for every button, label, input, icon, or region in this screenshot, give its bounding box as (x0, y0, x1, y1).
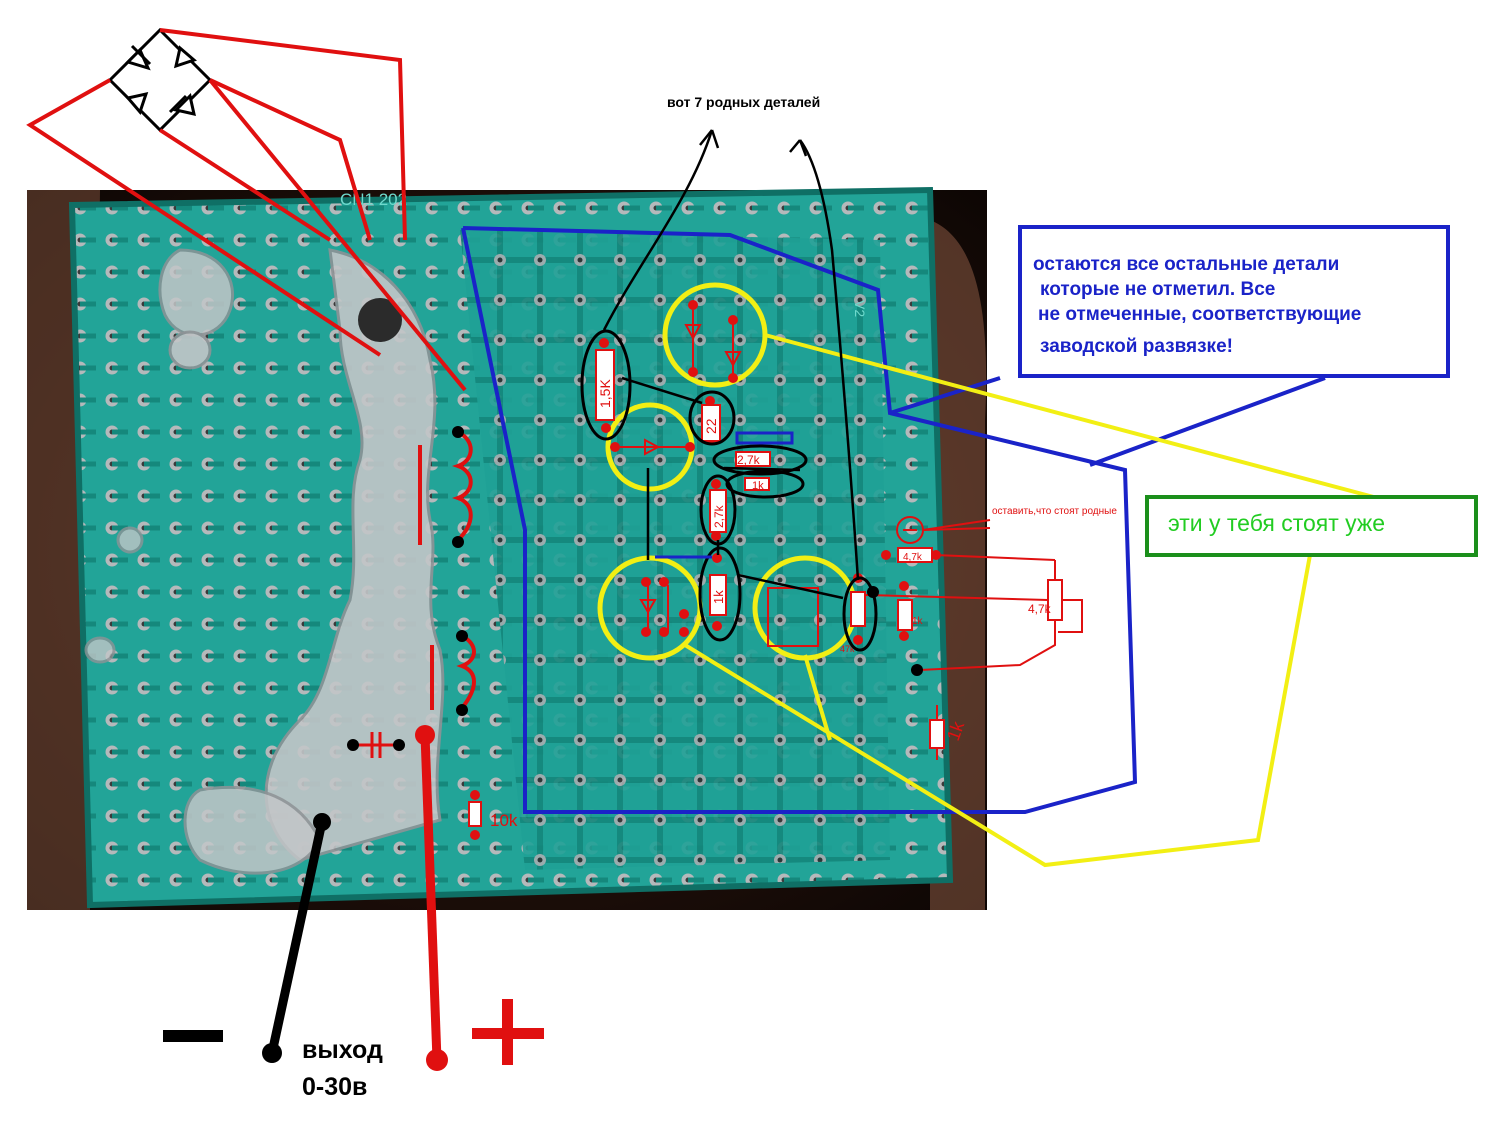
resistor-1-5k: 1,5K (580, 329, 632, 441)
inductor-1 (418, 426, 473, 548)
junction-dot (911, 664, 923, 676)
minus-sign (163, 1030, 223, 1042)
resistor-2-7k-b-label: 2,7k (712, 504, 726, 528)
output-capacitor (347, 732, 405, 758)
output-wires (262, 725, 448, 1071)
resistor-22-label: 22 (703, 418, 719, 434)
blue-note-line-3: не отмеченные, соответствующие (1038, 304, 1361, 325)
diode-bridge-symbol (107, 27, 213, 133)
top-note-label: вот 7 родных деталей (667, 94, 820, 110)
yellow-pointer-lines (683, 333, 1386, 868)
green-note-label: эти у тебя стоят уже (1168, 510, 1385, 536)
blue-marker-bar (735, 431, 794, 445)
blue-note-line-2: которые не отметил. Все (1040, 279, 1275, 300)
output-label: выход (302, 1036, 383, 1064)
silkscreen-side-label: V2 (852, 300, 868, 317)
resistor-1k-a-label: 1k (752, 480, 764, 492)
resistor-1k-b-label: 1k (711, 590, 726, 604)
bridge-wires (26, 28, 467, 392)
inductor-2 (430, 630, 476, 716)
pcb-board (68, 186, 954, 909)
added-components (865, 516, 1083, 760)
blue-note-line-4: заводской развязке! (1040, 336, 1233, 357)
potentiometer-4-7k-label: 4,7k (1028, 602, 1052, 616)
resistor-1k-horizontal: 1k (725, 469, 805, 499)
output-range-label: 0-30в (302, 1073, 367, 1101)
resistor-4-7k-label: 4,7k (903, 552, 923, 563)
resistor-1-5k-label: 1,5K (597, 379, 613, 408)
resistor-2-7k-horizontal: 2,7k (712, 444, 808, 476)
resistor-1k-c-label: 1k (912, 616, 924, 627)
resistor-2-7k-a-label: 2,7k (737, 453, 761, 467)
resistor-2-7k-vertical: 2,7k (699, 474, 737, 546)
resistor-1k-vertical: 1k (698, 546, 742, 642)
silkscreen-top-label: CN1 202 (340, 190, 407, 209)
blue-note-box (1018, 225, 1450, 378)
junction-dot (867, 586, 879, 598)
resistor-10k: 10k (468, 790, 518, 840)
resistor-47k-label: 47k (840, 644, 855, 654)
blue-region-outline (461, 226, 1326, 814)
plus-sign (472, 999, 544, 1065)
black-wires (602, 129, 860, 600)
component-pads (599, 300, 941, 645)
resistor-10k-label: 10k (490, 811, 518, 830)
solder-areas (84, 248, 445, 875)
resistor-22: 22 (688, 390, 736, 446)
keep-original-note: оставить,что стоят родные (992, 506, 1117, 517)
blue-note-line-1: остаются все остальные детали (1033, 254, 1339, 275)
green-note-box (1145, 495, 1478, 557)
resistor-47k: 47k (840, 576, 878, 654)
